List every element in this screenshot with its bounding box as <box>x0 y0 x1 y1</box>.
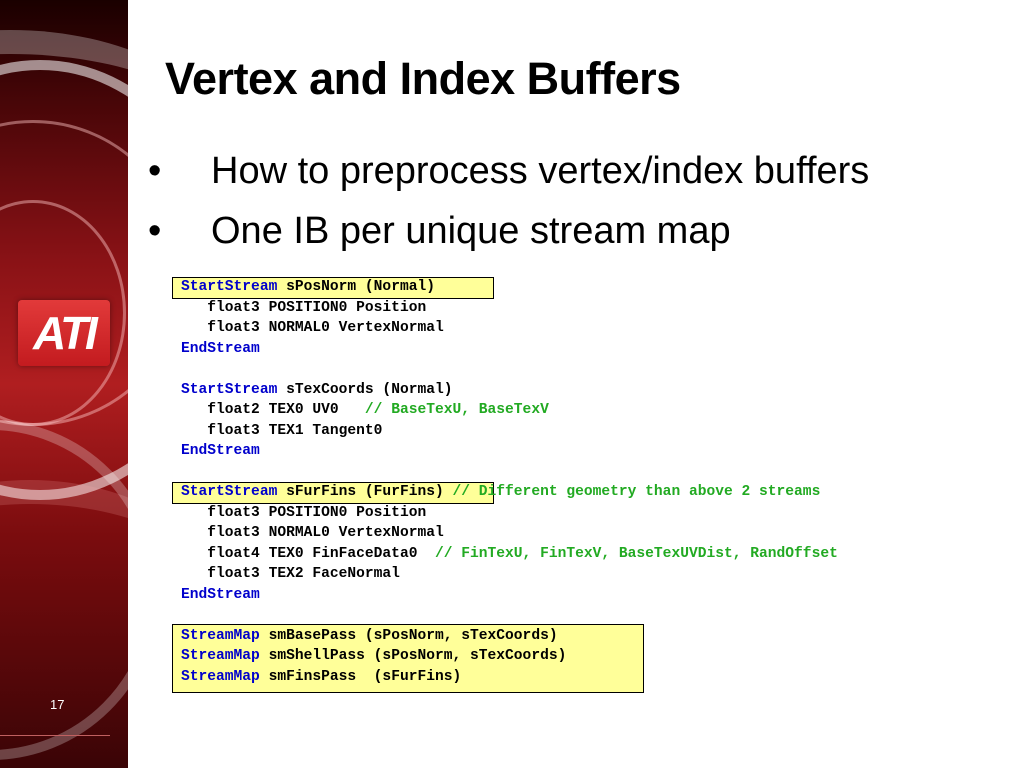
code-text: float3 NORMAL0 VertexNormal <box>181 320 444 336</box>
code-text: float3 POSITION0 Position <box>181 504 427 521</box>
code-line: float3 NORMAL0 VertexNormal <box>181 320 444 337</box>
code-line: StreamMap smFinsPass (sFurFins) <box>181 669 461 686</box>
code-line: float2 TEX0 UV0 // BaseTexU, BaseTexV <box>181 402 549 419</box>
code-comment: // Different geometry than above 2 strea… <box>452 484 821 500</box>
code-line: float3 TEX1 Tangent0 <box>181 423 382 440</box>
code-line: float3 POSITION0 Position <box>181 300 426 317</box>
code-line: float3 POSITION0 Position <box>181 505 426 522</box>
code-text: float3 POSITION0 Position <box>181 299 427 316</box>
code-keyword: EndStream <box>181 586 260 603</box>
ati-logo: ATI <box>18 300 110 366</box>
highlight-box-posnorm <box>172 277 494 299</box>
logo-text: ATI <box>33 307 98 359</box>
code-keyword: StreamMap <box>181 648 260 664</box>
code-comment: // FinTexU, FinTexV, BaseTexUVDist, Rand… <box>434 545 838 562</box>
code-keyword: StartStream <box>181 381 278 398</box>
bullet-marker: • <box>148 150 162 192</box>
code-text: float4 TEX0 FinFaceData0 <box>181 545 435 562</box>
bullet-marker: • <box>148 210 162 252</box>
code-text: float3 TEX1 Tangent0 <box>181 422 383 439</box>
code-line: float3 TEX2 FaceNormal <box>181 566 400 583</box>
code-text: sPosNorm (Normal) <box>277 279 435 295</box>
footer-divider <box>0 735 110 736</box>
code-line: EndStream <box>181 341 260 358</box>
highlight-box-streammaps <box>172 624 644 693</box>
code-text: sFurFins (FurFins) <box>277 484 453 500</box>
code-line: StreamMap smShellPass (sPosNorm, sTexCoo… <box>181 648 566 665</box>
bullet-text: One IB per unique stream map <box>211 210 731 252</box>
code-text: smBasePass (sPosNorm, sTexCoords) <box>259 627 558 644</box>
slide-title: Vertex and Index Buffers <box>165 53 681 104</box>
code-keyword: EndStream <box>181 443 260 459</box>
code-text: smFinsPass (sFurFins) <box>259 668 462 685</box>
code-text: float2 TEX0 UV0 <box>181 402 365 418</box>
code-line: EndStream <box>181 443 260 460</box>
code-line: float3 NORMAL0 VertexNormal <box>181 525 444 542</box>
code-line: EndStream <box>181 587 260 604</box>
code-text: float3 TEX2 FaceNormal <box>181 566 400 582</box>
code-keyword: StreamMap <box>181 668 260 685</box>
code-line: StartStream sPosNorm (Normal) <box>181 279 435 296</box>
code-text: sTexCoords (Normal) <box>277 381 453 398</box>
code-keyword: StreamMap <box>181 627 260 644</box>
code-text: float3 NORMAL0 VertexNormal <box>181 525 444 541</box>
code-line: StreamMap smBasePass (sPosNorm, sTexCoor… <box>181 628 558 645</box>
highlight-box-furfins <box>172 482 494 504</box>
bullet-text: How to preprocess vertex/index buffers <box>211 150 870 192</box>
code-line: StartStream sFurFins (FurFins) // Differ… <box>181 484 820 501</box>
code-line: float4 TEX0 FinFaceData0 // FinTexU, Fin… <box>181 546 838 563</box>
decorative-sidebar: ATI 17 <box>0 0 128 768</box>
page-number: 17 <box>50 697 65 712</box>
code-keyword: EndStream <box>181 340 260 357</box>
code-keyword: StartStream <box>181 279 278 295</box>
code-comment: // BaseTexU, BaseTexV <box>364 402 549 418</box>
code-text: smShellPass (sPosNorm, sTexCoords) <box>259 648 567 664</box>
code-line: StartStream sTexCoords (Normal) <box>181 382 453 399</box>
code-keyword: StartStream <box>181 484 278 500</box>
